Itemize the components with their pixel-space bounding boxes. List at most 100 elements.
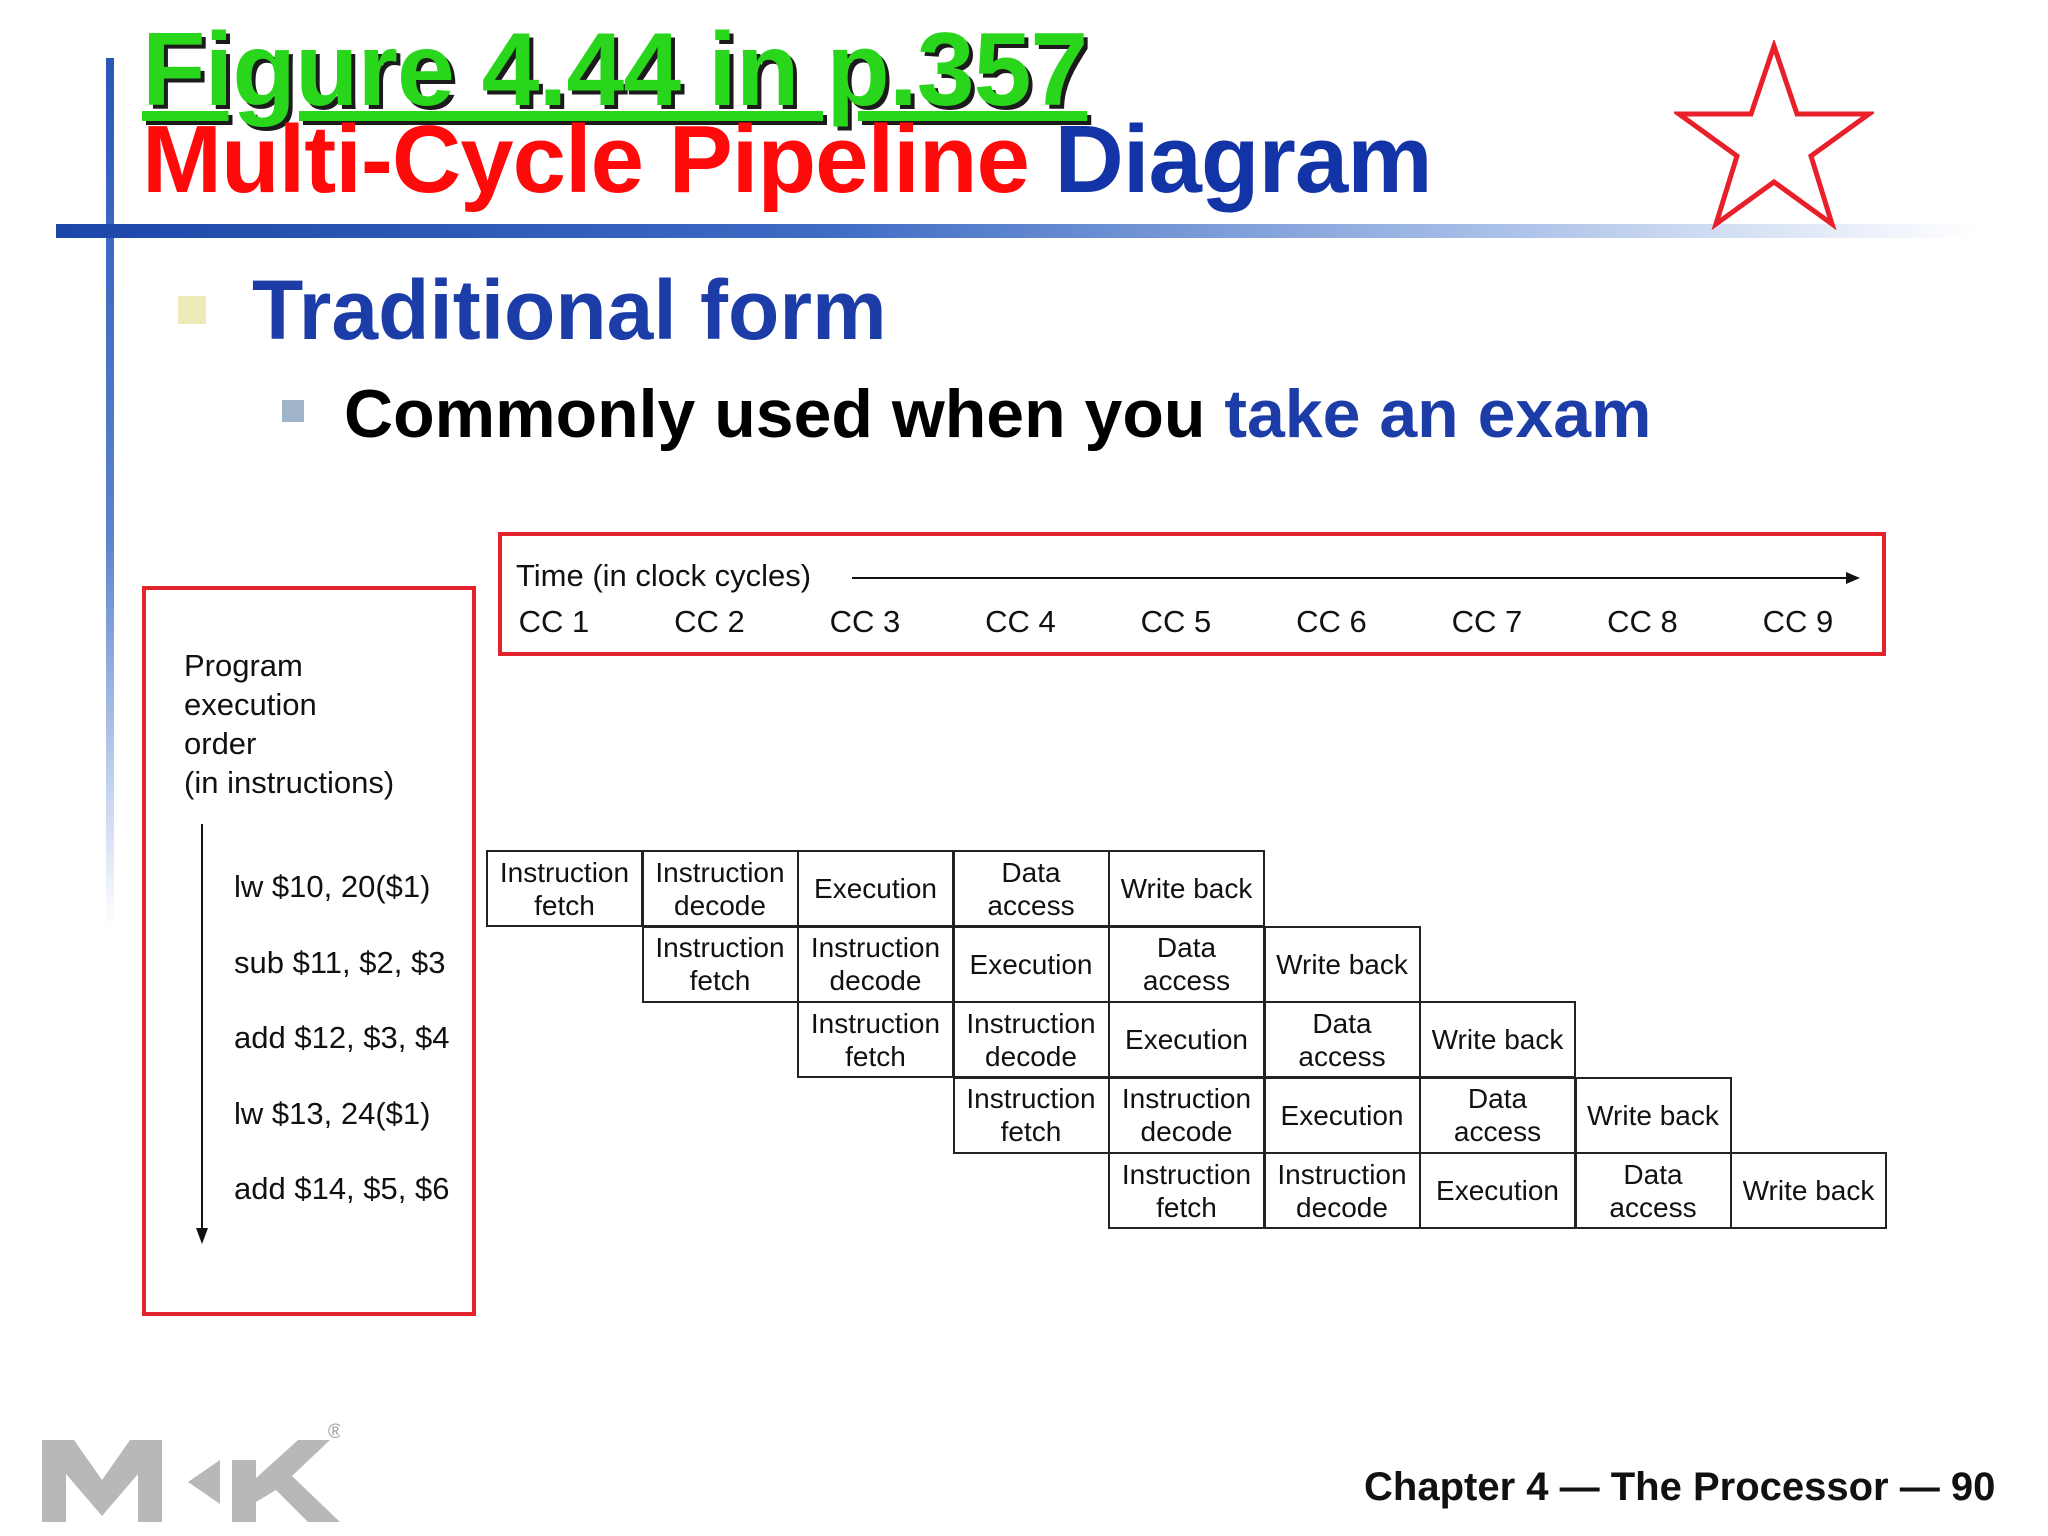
pipeline-stage-cell: Write back (1730, 1152, 1887, 1229)
pipeline-stage-line: Write back (1742, 1175, 1875, 1206)
pipeline-stage-line: access (987, 889, 1075, 921)
pipeline-stage-line: fetch (1000, 1116, 1062, 1147)
pipeline-stage-line: Instruction (810, 1007, 941, 1039)
clock-cycle-label: CC 3 (829, 604, 901, 639)
pipeline-stage-line: Instruction (1121, 1158, 1252, 1190)
bullet-level1: Traditional form (252, 263, 887, 357)
pipeline-stage-line: Execution (1280, 1099, 1404, 1131)
pipeline-stage-cell: Execution (952, 925, 1110, 1003)
time-header-box (498, 532, 1886, 656)
bullet-marker-level2 (282, 400, 304, 422)
pipeline-stage-line: Instruction (1121, 1083, 1252, 1114)
pipeline-stage-line: access (1453, 1116, 1542, 1147)
instruction-label: lw $10, 20($1) (234, 869, 431, 904)
pipeline-stage-line: Instruction (499, 856, 630, 888)
pipeline-stage-text: Write back (1743, 1174, 1875, 1207)
pipeline-stage-line: access (1142, 965, 1231, 996)
bullet-level2-plain: Commonly used when you (344, 376, 1225, 452)
pipeline-stage-line: Write back (1276, 948, 1408, 980)
instruction-label: lw $13, 24($1) (234, 1095, 431, 1131)
pipeline-stage-line: Data (1467, 1083, 1528, 1114)
mk-logo: ® (42, 1421, 340, 1522)
pipeline-stage-line: fetch (534, 889, 595, 921)
program-order-box (142, 586, 476, 1316)
pipeline-stage-line: decode (1296, 1191, 1388, 1223)
figure-reference: Figure 4.44 in p.357 (142, 12, 1088, 128)
clock-cycle-label: CC 7 (1451, 604, 1523, 639)
pipeline-stage-line: Data (1156, 932, 1217, 963)
clock-cycle-label: CC 4 (985, 604, 1056, 639)
pipeline-stage-line: Execution (1436, 1175, 1559, 1206)
pipeline-stage-line: Data (1623, 1158, 1683, 1190)
pipeline-stage-line: Execution (969, 948, 1093, 980)
footer-chapter-text: Chapter 4 — The Processor — 90 (1364, 1465, 1996, 1509)
time-axis-label: Time (in clock cycles) (516, 558, 812, 593)
pipeline-stage-line: decode (674, 889, 766, 921)
pipeline-stage-cell: Write back (1108, 850, 1265, 927)
time-arrow-icon (852, 572, 1860, 584)
pipeline-stage-text: Execution (1436, 1174, 1559, 1207)
clock-cycle-label: CC 9 (1762, 604, 1834, 639)
bullet-marker-level1 (178, 296, 206, 324)
bullet-level2-highlight: take an exam (1224, 376, 1652, 452)
program-order-label-line: (in instructions) (184, 765, 395, 800)
slide-title-part2: Diagram (1054, 106, 1433, 213)
pipeline-stage-cell: Write back (1419, 1001, 1576, 1078)
pipeline-stage-line: Execution (814, 873, 937, 904)
pipeline-stage-line: Instruction (1277, 1158, 1407, 1190)
pipeline-stage-line: Data (1001, 856, 1061, 888)
program-order-label: Program execution order (in instructions… (184, 646, 394, 802)
order-arrow-icon (196, 824, 208, 1244)
pipeline-stage-line: Instruction (655, 932, 785, 963)
pipeline-stage-line: Instruction (655, 856, 785, 888)
pipeline-stage-cell: Write back (1574, 1076, 1732, 1154)
instruction-label: sub $11, $2, $3 (234, 944, 446, 980)
pipeline-stage-line: decode (985, 1040, 1077, 1072)
pipeline-stage-line: Write back (1120, 873, 1253, 904)
program-order-label-line: order (184, 726, 257, 761)
pipeline-stage-line: fetch (845, 1040, 906, 1072)
pipeline-stage-text: Execution (1281, 1099, 1404, 1132)
pipeline-stage-text: Execution (970, 948, 1093, 981)
pipeline-stage-text: Write back (1121, 872, 1253, 905)
clock-cycle-label: CC 2 (674, 604, 745, 639)
pipeline-stage-line: Instruction (810, 932, 941, 963)
instruction-label: add $14, $5, $6 (234, 1171, 450, 1206)
vertical-accent-rule (106, 58, 114, 928)
pipeline-stage-text: Write back (1276, 948, 1408, 981)
slide-title-part1: Multi-Cycle Pipeline (142, 106, 1030, 213)
title-underline-rule (56, 224, 1976, 238)
pipeline-stage-text: Execution (1125, 1023, 1248, 1056)
clock-cycle-label: CC 8 (1607, 604, 1678, 639)
pipeline-stage-line: fetch (1156, 1191, 1217, 1223)
pipeline-stage-line: Write back (1587, 1099, 1719, 1131)
pipeline-stage-cell: Execution (1263, 1076, 1421, 1154)
pipeline-stage-line: Instruction (966, 1007, 1096, 1039)
logo-registered-mark: ® (328, 1421, 340, 1443)
pipeline-stage-line: Execution (1125, 1024, 1248, 1055)
